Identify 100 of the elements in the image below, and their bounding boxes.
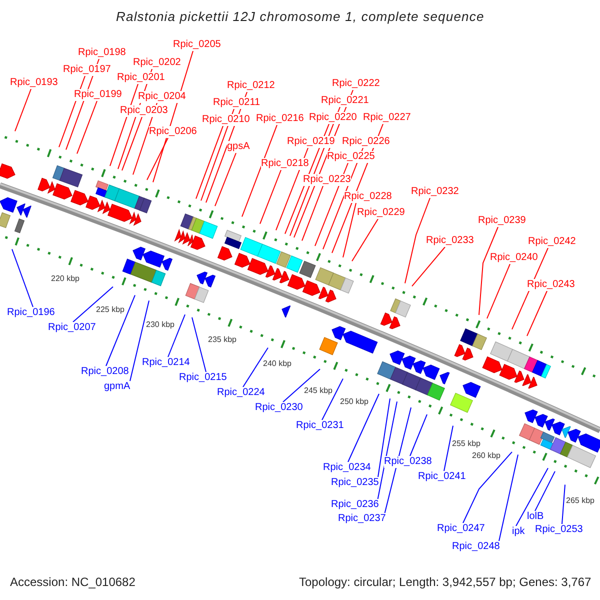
leader-line <box>276 148 308 231</box>
leader-line <box>130 300 150 382</box>
gene-label: Rpic_0248 <box>452 541 500 553</box>
gene-label: Rpic_0218 <box>261 158 309 170</box>
gene-label: Rpic_0243 <box>527 279 575 291</box>
leader-line <box>242 124 278 218</box>
gene-label: Rpic_0227 <box>363 112 411 124</box>
gene-label: Rpic_0224 <box>217 387 265 399</box>
gene-label: Rpic_0199 <box>74 89 122 101</box>
scale-label: 225 kbp <box>96 305 124 315</box>
gene-label: Rpic_0197 <box>63 64 111 76</box>
scale-label: 245 kbp <box>304 386 332 396</box>
gene-label: Rpic_0241 <box>418 471 466 483</box>
gene-label: Rpic_0242 <box>528 236 576 248</box>
gene-label: Rpic_0237 <box>338 513 386 525</box>
leader-line <box>384 407 412 514</box>
genome-info-text: Topology: circular; Length: 3,942,557 bp; Genes: 3,767 <box>299 575 592 589</box>
leader-line <box>410 414 428 456</box>
gene-label: Rpic_0204 <box>138 91 186 103</box>
leader-line <box>314 162 348 246</box>
leader-line <box>352 218 378 262</box>
gene-label: Rpic_0239 <box>478 215 526 227</box>
gene-label: Rpic_0216 <box>256 113 304 125</box>
gene-label: Rpic_0215 <box>179 372 227 384</box>
gene-label: Rpic_0203 <box>120 105 168 117</box>
scale-label: 265 kbp <box>566 496 594 506</box>
gene-label: Rpic_0234 <box>323 462 371 474</box>
gene-label: Rpic_0223 <box>303 174 351 186</box>
gene-label: Rpic_0214 <box>142 357 190 369</box>
gene-label: Rpic_0221 <box>321 95 369 107</box>
leader-line <box>72 286 114 322</box>
leader-line <box>378 398 390 478</box>
gene-label: gpsA <box>227 141 250 153</box>
leader-line <box>76 100 98 154</box>
gene-label: Rpic_0226 <box>342 136 390 148</box>
leader-line <box>200 108 234 202</box>
gene-label: Rpic_0211 <box>213 97 260 109</box>
gene-label: Rpic_0202 <box>133 57 181 69</box>
scale-label: 230 kbp <box>146 320 174 330</box>
leader-line <box>526 290 548 336</box>
gene-label: Rpic_0208 <box>81 366 129 378</box>
gene-label: Rpic_0247 <box>437 523 485 535</box>
gene-label: Rpic_0222 <box>332 78 380 90</box>
leader-line <box>462 451 512 524</box>
leader-line <box>122 116 142 171</box>
leader-line <box>322 378 344 420</box>
gene-label: Rpic_0206 <box>149 126 197 138</box>
gene-label: Rpic_0231 <box>296 420 344 432</box>
leader-line <box>498 454 518 542</box>
leader-line <box>478 226 498 316</box>
leader-line <box>302 186 324 242</box>
gene-label: Rpic_0193 <box>10 77 58 89</box>
leader-line <box>377 401 398 500</box>
scale-label: 250 kbp <box>340 397 368 407</box>
leader-line <box>168 314 186 358</box>
gene-label: Rpic_0207 <box>48 322 96 334</box>
leader-line <box>412 246 446 287</box>
gene-label: Rpic_0225 <box>327 151 375 163</box>
leader-line <box>562 484 566 524</box>
leader-line <box>282 368 320 402</box>
gene-label: Rpic_0219 <box>287 136 335 148</box>
scale-label: 235 kbp <box>208 335 236 345</box>
leader-line <box>404 198 430 284</box>
gene-label: Rpic_0238 <box>384 456 432 468</box>
leader-line <box>348 393 380 462</box>
gene-label: Rpic_0232 <box>411 186 459 198</box>
leader-line <box>146 138 168 180</box>
leader-line <box>242 347 268 388</box>
scale-label: 240 kbp <box>263 359 292 369</box>
gene-label: Rpic_0220 <box>309 112 357 124</box>
leader-line <box>260 170 282 224</box>
leader-line <box>12 248 34 308</box>
map-title: Ralstonia pickettii 12J chromosome 1, complete sequence <box>116 9 484 25</box>
leader-line <box>106 294 136 366</box>
scale-label: 255 kbp <box>452 439 480 449</box>
leader-line <box>196 126 224 200</box>
scale-label: 220 kbp <box>51 274 80 284</box>
gene-label: gpmA <box>104 381 130 393</box>
accession-text: Accession: NC_010682 <box>10 575 136 589</box>
gene-label: ipk <box>512 526 525 538</box>
gene-label: Rpic_0229 <box>357 207 405 219</box>
leader-line <box>486 264 510 319</box>
scale-label: 260 kbp <box>472 451 500 461</box>
leader-line <box>516 468 548 526</box>
leader-line <box>192 316 206 372</box>
leader-line <box>534 470 556 512</box>
gene-label: Rpic_0235 <box>331 477 379 489</box>
gene-label: Rpic_0210 <box>202 114 250 126</box>
gene-label: Rpic_0236 <box>331 499 379 511</box>
gene-label: Rpic_0230 <box>255 402 303 414</box>
leader-line <box>214 152 236 207</box>
gene-label: Rpic_0212 <box>227 80 275 92</box>
gene-label: Rpic_0240 <box>490 252 538 264</box>
gene-label: Rpic_0205 <box>173 39 221 51</box>
gene-label: Rpic_0228 <box>344 191 392 203</box>
leader-line <box>342 202 356 258</box>
gene-label: Rpic_0196 <box>7 307 55 319</box>
gene-label: Rpic_0201 <box>117 72 165 84</box>
gene-label: Rpic_0233 <box>426 235 474 247</box>
leader-line <box>444 425 454 472</box>
